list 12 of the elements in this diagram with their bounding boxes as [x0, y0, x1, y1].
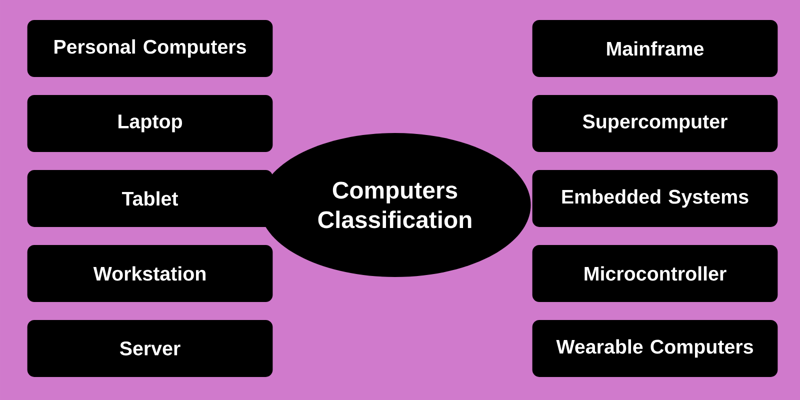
category-box: Mainframe [532, 20, 778, 77]
node-label: Computers Classification [318, 182, 472, 228]
node-label: Tablet [122, 191, 178, 206]
category-box: Embedded Systems [532, 170, 778, 227]
category-box: Wearable Computers [532, 320, 778, 377]
category-box: Supercomputer [532, 94, 778, 152]
category-box: Personal Computers [27, 20, 273, 77]
category-box: Workstation [27, 244, 273, 302]
category-box: Laptop [27, 94, 273, 152]
category-box: Microcontroller [532, 244, 778, 302]
category-box: Server [27, 320, 273, 377]
category-box: Tablet [27, 170, 273, 227]
